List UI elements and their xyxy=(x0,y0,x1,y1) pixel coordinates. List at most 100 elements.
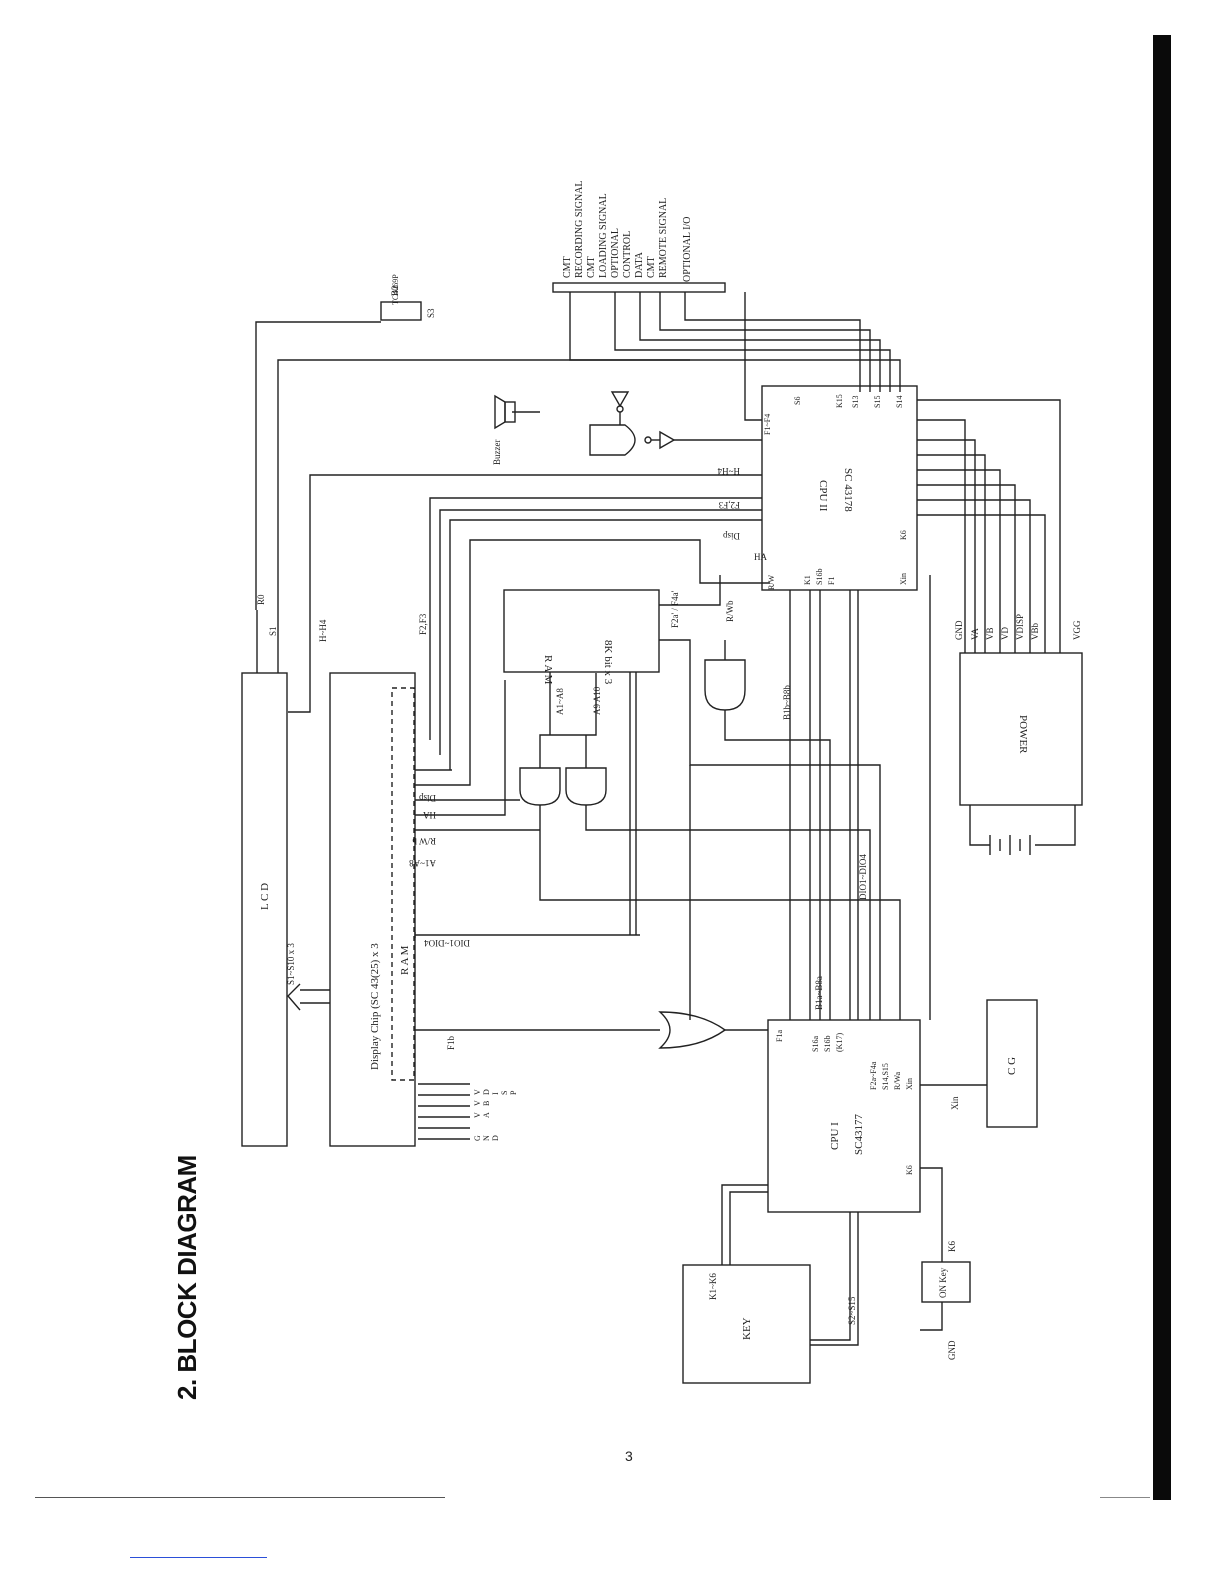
io-signal: CMT xyxy=(562,256,573,278)
or-gate xyxy=(658,1011,727,1049)
power-pin-label: V xyxy=(473,1089,482,1095)
s1-label: S1 xyxy=(268,626,278,636)
f1b-label: F1b xyxy=(446,1035,456,1050)
h-h4-cpu-label: H~H4 xyxy=(717,466,740,476)
b2-label: B2 xyxy=(390,285,400,296)
and-gate-ram xyxy=(704,659,746,711)
io-signal: CMT xyxy=(586,256,597,278)
h-h4-label: H~H4 xyxy=(318,619,328,642)
cpu2-block xyxy=(761,385,918,591)
io-signal: CMT xyxy=(646,256,657,278)
cpu2-pin-label: F1 xyxy=(827,577,836,585)
power-pin-label: V xyxy=(473,1112,482,1118)
cpu1-pin-label: S16a xyxy=(811,1036,820,1052)
page-number: 3 xyxy=(625,1448,633,1464)
power-pin-label: S xyxy=(500,1091,509,1095)
k1-k6-label: K1~K6 xyxy=(708,1273,718,1300)
key-label: KEY xyxy=(741,1317,753,1340)
cpu1-block xyxy=(767,1019,921,1213)
tc4069-label: TC4069P xyxy=(391,274,400,305)
power-block xyxy=(959,652,1083,806)
cpu2-pin-label: R/W xyxy=(767,574,776,590)
and-gate-2 xyxy=(565,767,607,806)
cpu1-pin-label: (K17) xyxy=(835,1033,844,1052)
on-key-label: ON Key xyxy=(938,1267,948,1298)
nand-gate xyxy=(589,424,636,456)
display-chip-block xyxy=(329,672,416,1147)
r-wb-ram-label: R/Wb xyxy=(725,600,735,622)
b1b-b8b-label: B1b~B8b xyxy=(782,685,792,720)
cpu2-pin-label: S16b xyxy=(815,569,824,585)
power-rail-label: VB xyxy=(985,627,995,640)
and-gate-1 xyxy=(519,767,561,806)
power-pin-label: V xyxy=(473,1100,482,1106)
footer-rule xyxy=(35,1497,445,1498)
power-pin-label: N xyxy=(482,1135,491,1141)
buzzer-label: Buzzer xyxy=(492,440,502,465)
cpu1-pin-label: S16b xyxy=(823,1036,832,1052)
cpu2-pin-label: S15 xyxy=(873,396,882,408)
io-signal: REMOTE SIGNAL xyxy=(658,198,669,278)
b1a-b8a-label: B1a~B8a xyxy=(814,976,824,1010)
power-pin-label: D xyxy=(482,1089,491,1095)
optional-io-label: OPTIONAL I/O xyxy=(682,217,693,282)
cpu1-label: CPU I xyxy=(829,1122,841,1150)
f2a-f4a-label: F2a' / F4a' xyxy=(670,590,680,628)
io-signal: DATA xyxy=(634,251,645,278)
a1-a8-label: A1~A8 xyxy=(409,858,436,868)
io-signal: RECORDING SIGNAL xyxy=(574,181,585,279)
gnd-label: GND xyxy=(947,1340,957,1360)
power-rail-label: VDISP xyxy=(1015,614,1025,640)
power-label: POWER xyxy=(1017,715,1029,754)
cpu2-pin-label: K6 xyxy=(899,530,908,540)
a1-a8-ram-label: A1~A8 xyxy=(555,688,565,715)
key-block xyxy=(682,1264,811,1384)
tc4069-block xyxy=(380,301,422,321)
cpu2-pin-label: Xin xyxy=(899,573,908,585)
disp-cpu-label: Disp xyxy=(722,531,740,541)
power-pin-label: A xyxy=(482,1112,491,1118)
power-pin-label: G xyxy=(473,1135,482,1141)
disp-label: Disp xyxy=(418,793,436,803)
ram-label: R A M xyxy=(542,655,554,685)
power-pin-label: B xyxy=(482,1101,491,1106)
cpu2-part-label: SC 43178 xyxy=(842,468,854,512)
power-pin-label: P xyxy=(509,1090,518,1095)
power-rail-label: GND xyxy=(954,620,964,640)
footer-link-line xyxy=(130,1557,267,1558)
cpu1-pin-label: F1a xyxy=(775,1030,784,1042)
cpu2-pin-label: S14 xyxy=(895,396,904,408)
cpu2-pin-label: F1~F4 xyxy=(763,414,772,435)
cpu1-pin-label: Xin xyxy=(905,1078,914,1090)
cpu2-pin-label: K15 xyxy=(835,394,844,408)
display-ram-region xyxy=(391,687,415,1081)
power-pin-label: D xyxy=(491,1135,500,1141)
cpu1-part-label: SC43177 xyxy=(853,1114,865,1155)
power-pin-label: I xyxy=(491,1092,500,1095)
inverter-2 xyxy=(610,391,630,408)
io-signal: OPTIONAL xyxy=(610,228,621,278)
cg-label: C G xyxy=(1006,1057,1018,1075)
xin-label: Xin xyxy=(950,1096,960,1110)
lcd-label: L C D xyxy=(259,883,271,910)
cpu2-pin-label: S13 xyxy=(851,396,860,408)
s1-s10-label: S1~S10 x 3 xyxy=(286,943,296,985)
ha-label: HA xyxy=(754,552,767,562)
dio-label: DIO1~DIO4 xyxy=(424,938,470,948)
inverter-1 xyxy=(659,430,676,450)
io-signal: CONTROL xyxy=(622,231,633,278)
io-signal: LOADING SIGNAL xyxy=(598,193,609,278)
cpu1-pin-label: F2a~F4a xyxy=(869,1061,878,1090)
ram-size-label: 8K bit x 3 xyxy=(602,640,614,685)
display-chip-label: Display Chip (SC 43(25) x 3 xyxy=(369,943,381,1070)
power-rail-label: VGG xyxy=(1072,620,1082,640)
power-rail-label: VD xyxy=(1000,627,1010,640)
footer-rule-right xyxy=(1100,1497,1150,1498)
cpu2-label: CPU II xyxy=(817,480,829,512)
on-key-block xyxy=(921,1261,971,1303)
cpu1-pin-label: K6 xyxy=(905,1165,914,1175)
display-ram-label: R A M xyxy=(399,945,411,975)
power-rail-label: VBb xyxy=(1030,622,1040,640)
optional-io-connector xyxy=(552,282,726,293)
